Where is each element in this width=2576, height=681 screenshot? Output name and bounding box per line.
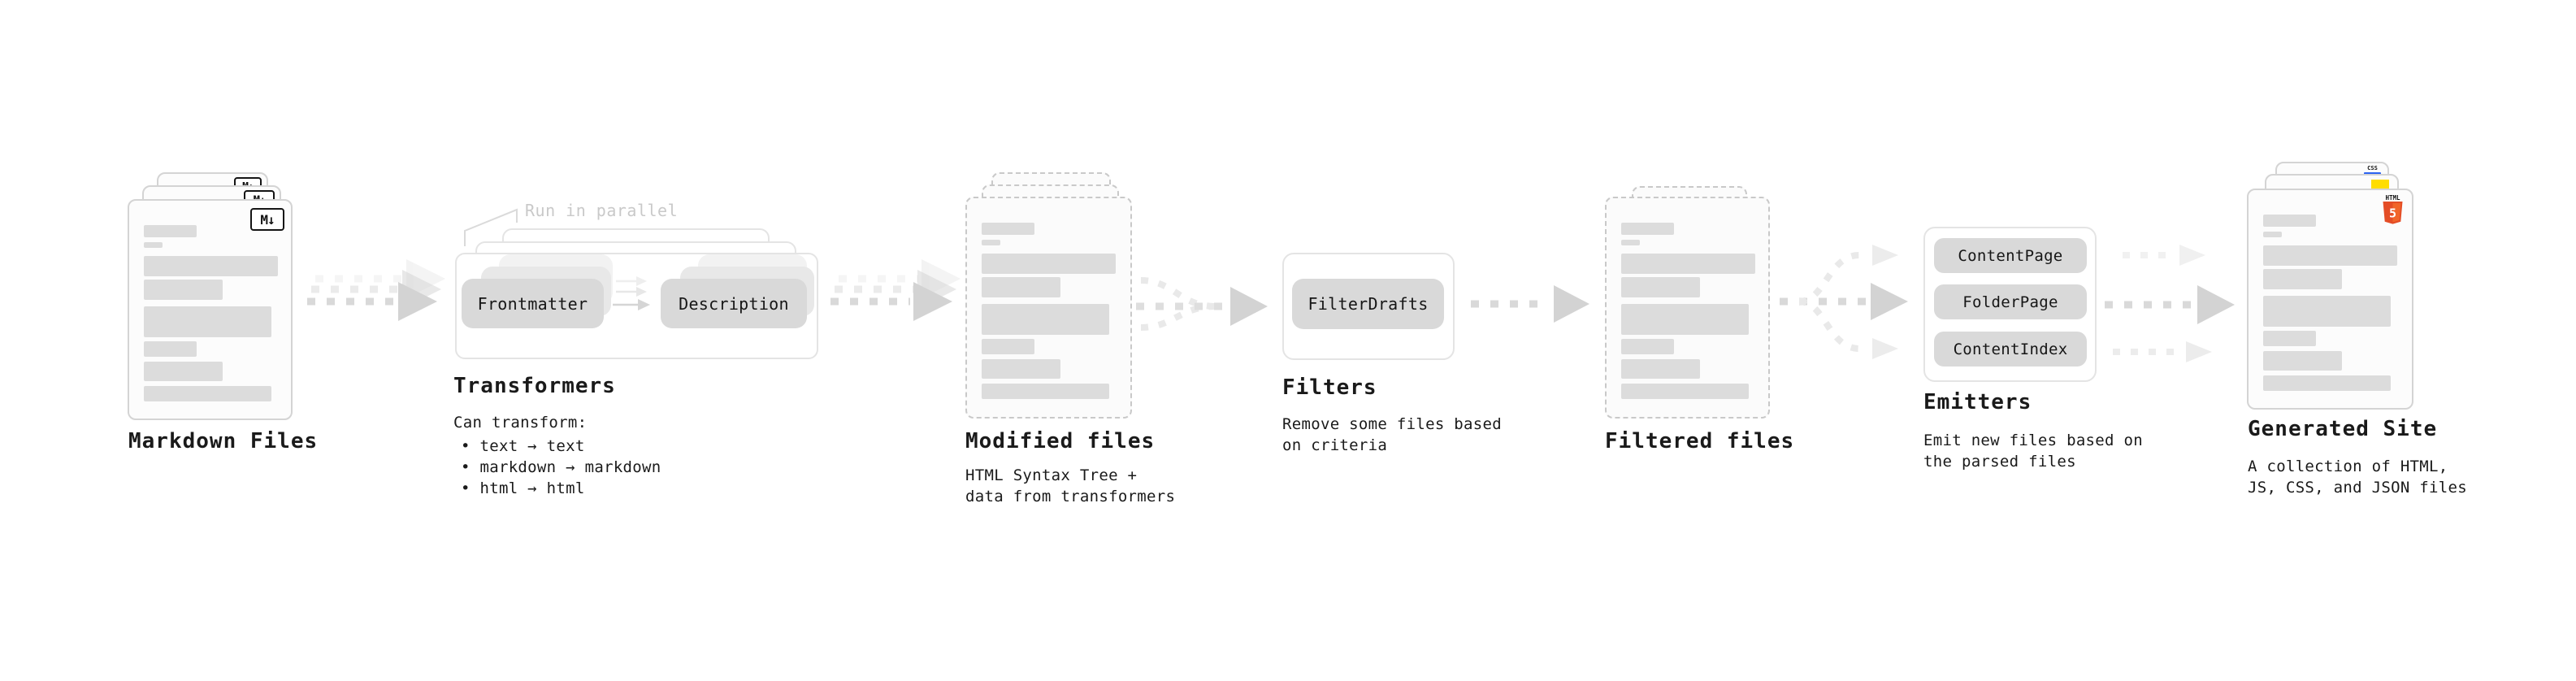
placeholder-text-bar [982, 384, 1109, 399]
contentpage-pill: ContentPage [1934, 238, 2087, 273]
placeholder-text-bar [982, 223, 1034, 235]
file-card-front [965, 197, 1132, 419]
placeholder-text-bar [1621, 304, 1749, 335]
placeholder-text-bar [2263, 232, 2282, 237]
placeholder-text-bar [1621, 359, 1700, 379]
filters-description: Remove some files based on criteria [1282, 415, 1502, 454]
stage-label-emitters: Emitters [1923, 390, 2032, 414]
placeholder-text-bar [144, 306, 271, 337]
arrow-transformers-to-modified [830, 259, 961, 321]
folderpage-pill: FolderPage [1934, 284, 2087, 319]
placeholder-text-bar [144, 280, 223, 300]
file-card-front [1605, 197, 1770, 419]
placeholder-text-bar [1621, 240, 1640, 245]
placeholder-text-bar [144, 341, 197, 357]
placeholder-text-bar [2263, 351, 2342, 371]
emitters-description: Emit new files based on the parsed files [1923, 432, 2143, 471]
placeholder-text-bar [982, 277, 1060, 297]
transformers-bullet: • markdown → markdown [461, 458, 661, 476]
modified-files-description: HTML Syntax Tree + data from transformer… [965, 466, 1176, 505]
placeholder-text-bar [2263, 245, 2397, 266]
file-card-front: M↓ [128, 199, 293, 420]
transformers-bullet: • text → text [461, 437, 585, 455]
filterdrafts-pill: FilterDrafts [1292, 279, 1444, 329]
placeholder-text-bar [982, 240, 1000, 245]
placeholder-text-bar [1621, 277, 1700, 297]
transformers-bullet: • html → html [461, 479, 585, 497]
placeholder-text-bar [2263, 215, 2316, 227]
placeholder-text-bar [982, 359, 1060, 379]
placeholder-text-bar [982, 339, 1034, 354]
placeholder-text-bar [1621, 254, 1755, 274]
stage-label-filtered-files: Filtered files [1605, 429, 1795, 453]
placeholder-text-bar [2263, 269, 2342, 289]
placeholder-text-bar [982, 254, 1116, 274]
file-card-front: HTML 5 [2247, 189, 2413, 410]
placeholder-text-bar [1621, 384, 1749, 399]
placeholder-text-bar [144, 242, 163, 248]
placeholder-text-bar [144, 362, 223, 381]
svg-text:5: 5 [2389, 206, 2396, 221]
stage-label-transformers: Transformers [453, 374, 616, 398]
placeholder-text-bar [982, 304, 1109, 335]
html5-icon: HTML 5 [2382, 194, 2404, 224]
frontmatter-pill: Frontmatter [462, 279, 604, 328]
placeholder-text-bar [144, 256, 278, 276]
placeholder-text-bar [144, 386, 271, 401]
generated-site-description: A collection of HTML, JS, CSS, and JSON … [2248, 458, 2467, 497]
description-pill: Description [661, 279, 807, 328]
stage-label-generated-site: Generated Site [2248, 417, 2438, 441]
placeholder-text-bar [1621, 339, 1674, 354]
placeholder-text-bar [2263, 331, 2316, 346]
markdown-icon: M↓ [250, 208, 284, 231]
placeholder-text-bar [144, 225, 197, 237]
arrows-emitters-to-generated [2105, 245, 2235, 362]
arrow-filtered-to-emitters-fan-out [1780, 245, 1908, 359]
run-in-parallel-annotation: Run in parallel [525, 201, 679, 220]
arrow-markdown-to-transformers [307, 259, 445, 321]
stage-label-filters: Filters [1282, 375, 1377, 400]
stage-label-modified-files: Modified files [965, 429, 1156, 453]
contentindex-pill: ContentIndex [1934, 332, 2087, 367]
arrow-modified-to-filters-fan-in [1136, 277, 1268, 331]
transformers-desc-heading: Can transform: [453, 414, 588, 432]
stage-label-markdown-files: Markdown Files [128, 429, 319, 453]
arrow-filters-to-filtered [1471, 285, 1589, 323]
placeholder-text-bar [1621, 223, 1674, 235]
placeholder-text-bar [2263, 296, 2391, 327]
placeholder-text-bar [2263, 375, 2391, 391]
